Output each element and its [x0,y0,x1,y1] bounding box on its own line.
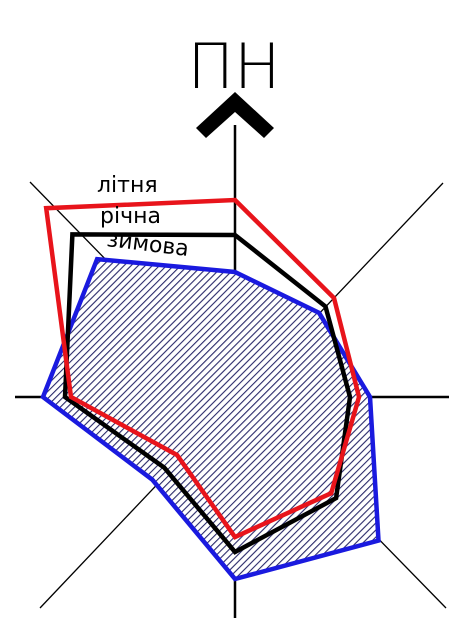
hatched-area [43,259,379,579]
legend-label-summer: літня [97,173,158,198]
series-fill-winter [43,259,379,579]
series-polygons [40,197,381,582]
north-arrow-icon [196,92,274,138]
legend-label-annual: річна [100,204,161,229]
legend-labels: літня річна зимова [97,173,190,262]
north-label: ПН [187,30,280,103]
north-indicator: ПН [187,30,281,138]
legend-label-winter: зимова [105,227,190,262]
